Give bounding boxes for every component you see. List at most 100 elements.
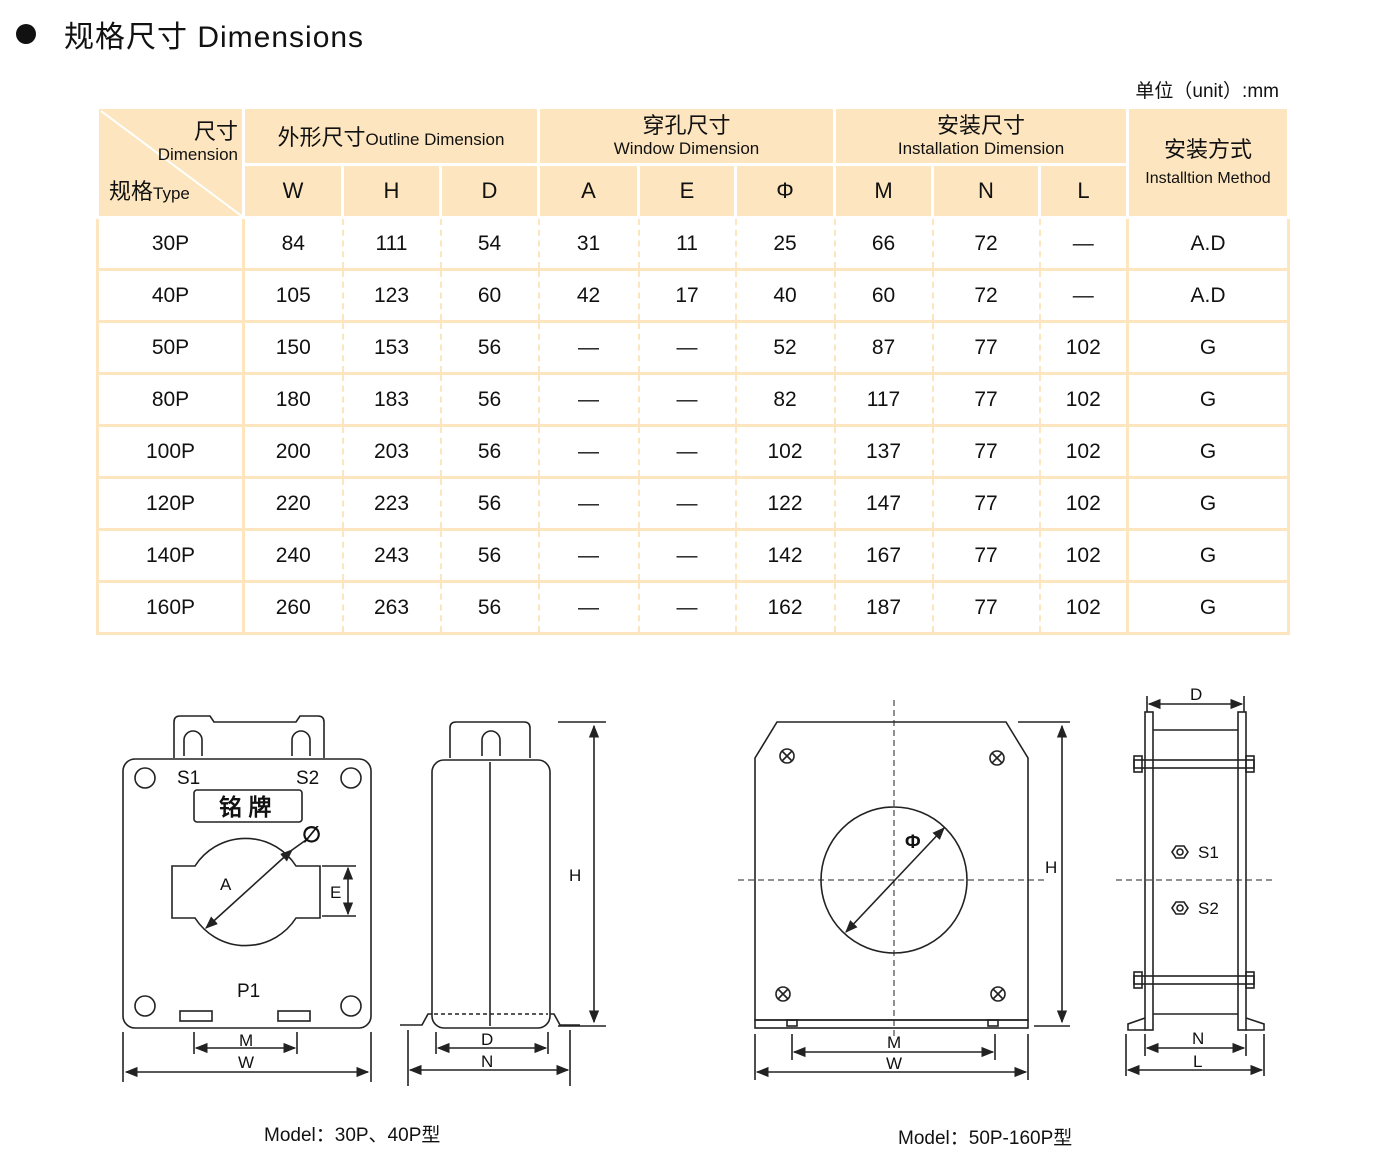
value-cell: 102 (1038, 528, 1128, 582)
type-cell: 30P (96, 216, 245, 270)
label-d-small: D (481, 1030, 493, 1049)
label-phi-large: Φ (905, 832, 921, 853)
type-cell: 100P (96, 424, 245, 478)
value-cell: 153 (341, 320, 441, 374)
value-cell: 25 (734, 216, 835, 270)
value-cell: 60 (439, 268, 539, 322)
value-cell: 56 (439, 372, 539, 426)
label-m-large: M (887, 1033, 901, 1052)
value-cell: 66 (833, 216, 933, 270)
value-cell: 150 (242, 320, 343, 374)
type-cell: 80P (96, 372, 245, 426)
installation-dimension-header: 安装尺寸 Installation Dimension (833, 106, 1129, 166)
col-header-phi: Φ (734, 163, 836, 219)
value-cell: 167 (833, 528, 933, 582)
value-cell: — (637, 424, 736, 478)
type-cell: 140P (96, 528, 245, 582)
value-cell: 42 (537, 268, 639, 322)
value-cell: 56 (439, 424, 539, 478)
method-cell: G (1126, 372, 1290, 426)
value-cell: 11 (637, 216, 736, 270)
label-phi: ∅ (302, 822, 321, 847)
label-l-large: L (1193, 1052, 1202, 1071)
value-cell: 111 (341, 216, 441, 270)
corner-header-cell: 尺寸 Dimension 规格Type (96, 106, 245, 219)
value-cell: 77 (931, 372, 1040, 426)
col-header-a: A (537, 163, 640, 219)
value-cell: 102 (1038, 476, 1128, 530)
bullet-icon (16, 24, 36, 44)
value-cell: — (537, 372, 639, 426)
value-cell: 220 (242, 476, 343, 530)
label-d-large: D (1190, 685, 1202, 704)
type-cell: 160P (96, 580, 245, 635)
value-cell: 87 (833, 320, 933, 374)
value-cell: 102 (1038, 372, 1128, 426)
value-cell: 77 (931, 320, 1040, 374)
value-cell: 72 (931, 216, 1040, 270)
label-n-small: N (481, 1052, 493, 1071)
value-cell: — (537, 580, 639, 635)
value-cell: 52 (734, 320, 835, 374)
value-cell: 56 (439, 528, 539, 582)
window-dimension-header: 穿孔尺寸 Window Dimension (537, 106, 836, 166)
label-s2: S2 (296, 768, 319, 789)
value-cell: — (637, 528, 736, 582)
value-cell: 137 (833, 424, 933, 478)
value-cell: 60 (833, 268, 933, 322)
method-cell: G (1126, 320, 1290, 374)
method-cell: G (1126, 580, 1290, 635)
method-cell: A.D (1126, 216, 1290, 270)
value-cell: 105 (242, 268, 343, 322)
label-w: W (238, 1053, 254, 1072)
value-cell: 17 (637, 268, 736, 322)
col-header-e: E (637, 163, 737, 219)
label-e: E (330, 883, 341, 902)
value-cell: 200 (242, 424, 343, 478)
value-cell: 56 (439, 476, 539, 530)
value-cell: 54 (439, 216, 539, 270)
value-cell: 187 (833, 580, 933, 635)
dimensions-table: 尺寸 Dimension 规格Type 外形尺寸Outline Dimensio… (96, 106, 1290, 635)
label-w-large: W (886, 1054, 902, 1073)
corner-type-label: 规格Type (109, 179, 190, 204)
value-cell: 31 (537, 216, 639, 270)
value-cell: — (537, 424, 639, 478)
model-drawings: S1 S2 铭 牌 ∅ A E P1 M W H D N (122, 685, 1274, 1086)
col-header-w: W (242, 163, 344, 219)
value-cell: 102 (1038, 580, 1128, 635)
col-header-d: D (439, 163, 540, 219)
drawing-small-side: H D N (400, 721, 606, 1086)
value-cell: — (537, 320, 639, 374)
value-cell: 102 (1038, 320, 1128, 374)
value-cell: 203 (341, 424, 441, 478)
label-p1: P1 (237, 981, 260, 1002)
value-cell: 56 (439, 320, 539, 374)
hex-terminal-icon (1171, 845, 1189, 915)
label-h-large: H (1045, 858, 1057, 877)
value-cell: — (537, 528, 639, 582)
value-cell: 147 (833, 476, 933, 530)
value-cell: 122 (734, 476, 835, 530)
value-cell: 56 (439, 580, 539, 635)
section-title: 规格尺寸 Dimensions (64, 21, 365, 54)
value-cell: 77 (931, 424, 1040, 478)
value-cell: — (637, 476, 736, 530)
type-cell: 40P (96, 268, 245, 322)
method-cell: G (1126, 476, 1290, 530)
corner-diagonal-line (100, 110, 244, 218)
col-header-m: M (833, 163, 934, 219)
method-cell: A.D (1126, 268, 1290, 322)
unit-label: 单位（unit）:mm (1135, 81, 1279, 102)
value-cell: 162 (734, 580, 835, 635)
value-cell: 142 (734, 528, 835, 582)
value-cell: 102 (734, 424, 835, 478)
value-cell: — (1038, 268, 1128, 322)
